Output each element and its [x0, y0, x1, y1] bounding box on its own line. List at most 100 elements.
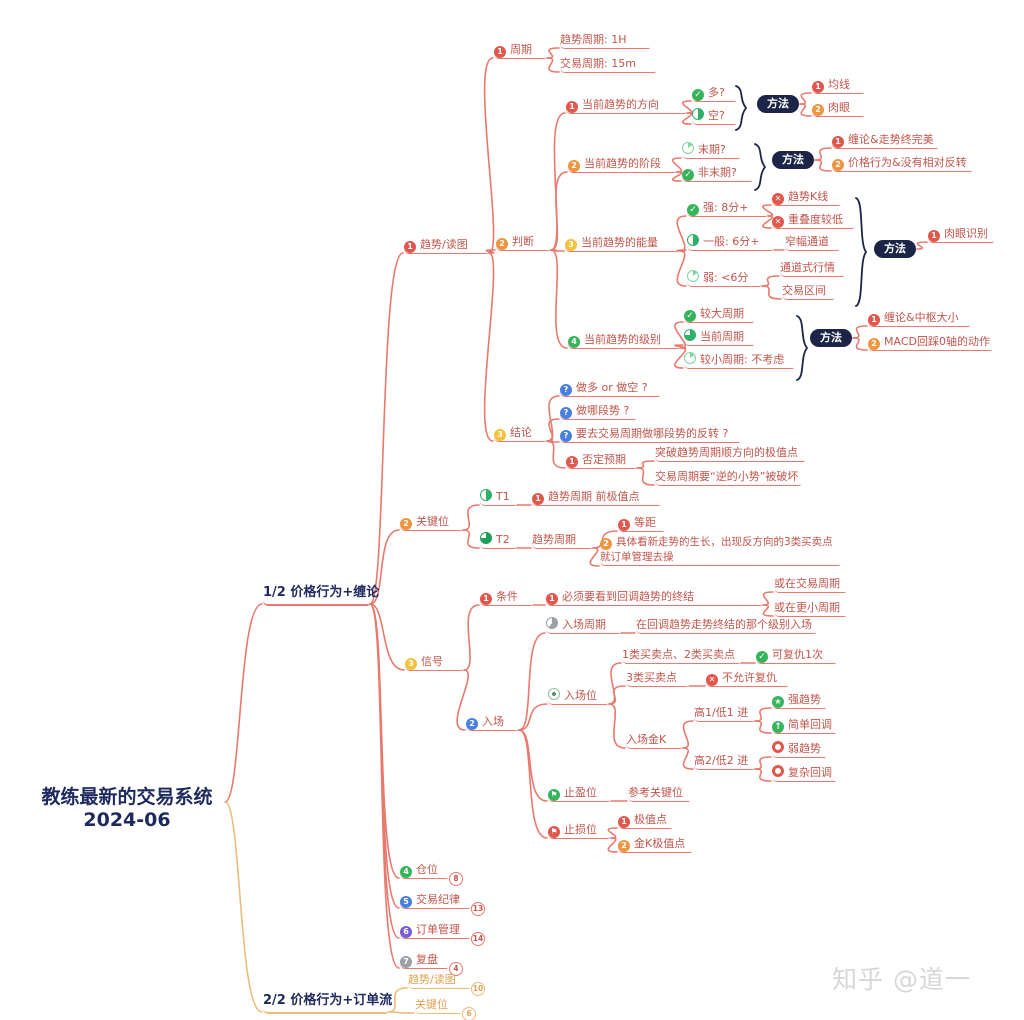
node-goldk[interactable]: 入场金K	[626, 732, 682, 749]
half-icon	[692, 108, 704, 120]
node-cycle2[interactable]: 交易周期: 15m	[560, 56, 656, 73]
root-node[interactable]: 教练最新的交易系统 2024-06	[28, 786, 226, 832]
collapsed-count-badge[interactable]: 4	[449, 962, 463, 976]
collapsed-count-badge[interactable]: 6	[462, 1007, 476, 1020]
node-c1[interactable]: ?做多 or 做空 ?	[560, 380, 660, 397]
node-cond1a[interactable]: 或在交易周期	[774, 576, 846, 593]
node-ep1[interactable]: 1类买卖点、2类买卖点	[622, 647, 740, 664]
node-c2[interactable]: ?做哪段势 ?	[560, 403, 636, 420]
node-e_weak[interactable]: 弱: <6分	[687, 270, 761, 287]
node-entrypos[interactable]: 入场位	[548, 688, 608, 705]
node-gk2a[interactable]: 弱趋势	[772, 741, 826, 758]
node-ep2a[interactable]: ✕不允许复仇	[706, 670, 788, 687]
node-cond1b[interactable]: 或在更小周期	[774, 600, 846, 617]
node-m2[interactable]: 方法	[772, 151, 814, 169]
node-sl[interactable]: ⚑止损位	[548, 822, 610, 839]
node-tp1[interactable]: 参考关键位	[628, 785, 690, 802]
node-lv1[interactable]: ✓较大周期	[684, 306, 754, 323]
node-entrycycle[interactable]: 入场周期	[546, 617, 620, 634]
node-c3[interactable]: ?要去交易周期做哪段势的反转 ?	[560, 426, 740, 443]
n2-icon: 2	[832, 159, 844, 171]
node-e_s1[interactable]: ✕趋势K线	[772, 189, 840, 206]
node-m1[interactable]: 方法	[757, 95, 799, 113]
node-e_w1[interactable]: 通道式行情	[780, 260, 844, 277]
node-c4b[interactable]: 交易周期要“逆的小势”被破坏	[655, 469, 801, 486]
node-entrycycle1[interactable]: 在回调趋势走势终结的那个级别入场	[636, 617, 816, 634]
flagg-icon: ⚑	[548, 789, 560, 801]
node-gk2b[interactable]: 复杂回调	[772, 765, 836, 782]
node-gk1a[interactable]: ★强趋势	[772, 692, 826, 709]
node-cycle1[interactable]: 趋势周期: 1H	[560, 32, 650, 49]
collapsed-count-badge[interactable]: 10	[471, 982, 485, 996]
node-dir_short[interactable]: 空?	[692, 108, 736, 125]
node-e_s2[interactable]: ✕重叠度较低	[772, 212, 854, 229]
node-t1[interactable]: T1	[480, 489, 516, 506]
slice-icon	[682, 142, 694, 154]
collapsed-count-badge[interactable]: 14	[471, 932, 485, 946]
ring-icon	[772, 765, 784, 777]
node-m3[interactable]: 方法	[874, 240, 916, 258]
node-b1[interactable]: 1/2 价格行为+缠论	[263, 584, 379, 606]
node-b2[interactable]: 2/2 价格行为+订单流	[263, 992, 392, 1014]
node-stage1[interactable]: 末期?	[682, 142, 740, 159]
check-icon: ✓	[684, 310, 696, 322]
node-e_mid[interactable]: 一般: 6分+	[687, 234, 773, 251]
node-e_w2[interactable]: 交易区间	[782, 283, 834, 300]
node-t2a[interactable]: 趋势周期	[532, 532, 592, 549]
node-gk2[interactable]: 高2/低2 进	[694, 753, 754, 770]
node-label: 1类买卖点、2类买卖点	[622, 648, 735, 661]
node-e_m1[interactable]: 窄幅通道	[785, 234, 839, 251]
node-e_strong[interactable]: ✓强: 8分+	[687, 200, 767, 217]
node-tp[interactable]: ⚑止盈位	[548, 785, 610, 802]
node-stage2[interactable]: ✓非末期?	[682, 165, 752, 182]
node-c4a[interactable]: 突破趋势周期顺方向的极值点	[655, 445, 805, 462]
node-ep1a[interactable]: ✓可复仇1次	[756, 647, 836, 664]
node-dir_long[interactable]: ✓多?	[692, 85, 736, 102]
collapsed-count-badge[interactable]: 8	[449, 872, 463, 886]
node-t2[interactable]: T2	[480, 532, 516, 549]
half-icon	[480, 489, 492, 501]
collapsed-count-badge[interactable]: 13	[471, 902, 485, 916]
node-ep2[interactable]: 3类买卖点	[626, 670, 688, 687]
node-gk1[interactable]: 高1/低1 进	[694, 705, 754, 722]
node-label: 或在更小周期	[774, 601, 840, 614]
node-lv3[interactable]: 较小周期: 不考虑	[684, 352, 794, 369]
node-label: 否定预期	[582, 453, 626, 466]
node-gk1b[interactable]: ↑简单回调	[772, 717, 836, 734]
node-lv2[interactable]: 当前周期	[684, 329, 754, 346]
node-m4[interactable]: 方法	[810, 329, 852, 347]
node-label: 交易周期要“逆的小势”被破坏	[655, 470, 799, 483]
